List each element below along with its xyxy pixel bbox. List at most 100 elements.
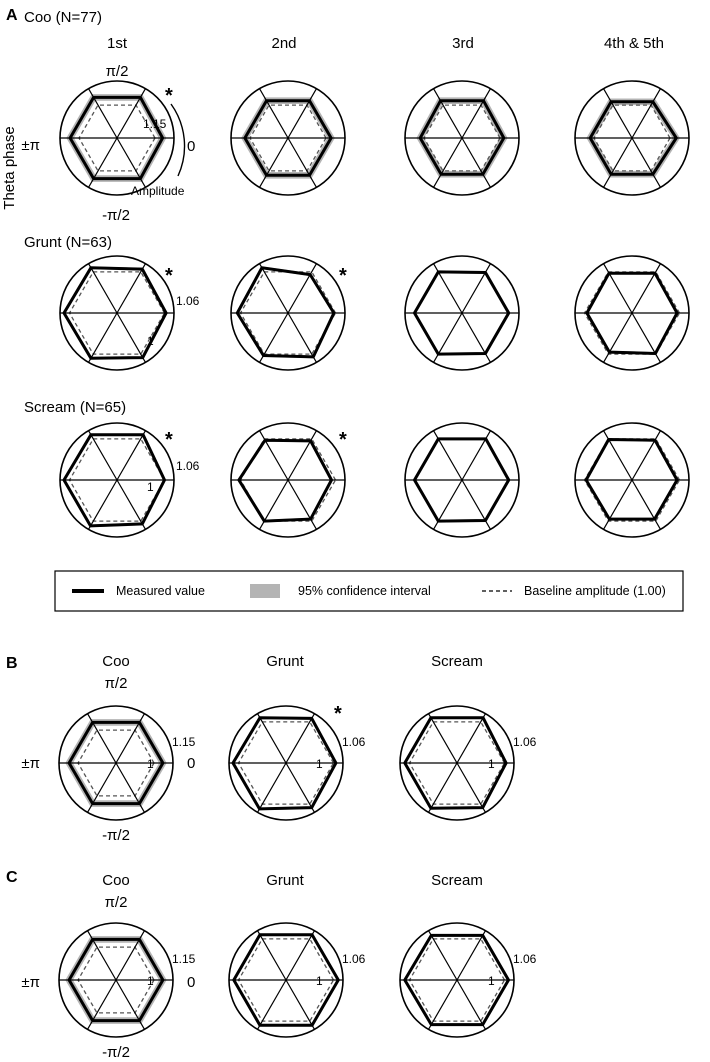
polar-frame bbox=[228, 705, 344, 821]
polar-frame bbox=[58, 922, 174, 1038]
amplitude-max-tick: 1.06 bbox=[342, 735, 366, 749]
measured-polygon bbox=[67, 937, 165, 1023]
measured-polygon bbox=[235, 266, 336, 359]
phase-spoke bbox=[456, 762, 487, 813]
legend-baseline-label: Baseline amplitude (1.00) bbox=[524, 584, 666, 598]
measured-polygon bbox=[231, 716, 338, 811]
phase-spoke bbox=[631, 263, 662, 314]
amplitude-max-tick: 1.15 bbox=[172, 952, 196, 966]
group-label-coo-c: Coo bbox=[102, 872, 130, 889]
phase-spoke bbox=[631, 430, 662, 481]
theta-phase-axis-label: Theta phase bbox=[1, 126, 18, 209]
significance-star: * bbox=[339, 265, 347, 287]
measured-polygon bbox=[243, 99, 333, 177]
column-label-1st: 1st bbox=[107, 35, 128, 52]
phase-spoke bbox=[116, 479, 147, 530]
measured-polygon bbox=[62, 433, 167, 528]
phase-spoke bbox=[602, 479, 633, 530]
radar-plot bbox=[59, 80, 175, 196]
phase-spoke bbox=[285, 713, 316, 764]
phase-spoke bbox=[258, 430, 289, 481]
significance-star: * bbox=[165, 429, 173, 451]
significance-star: * bbox=[165, 265, 173, 287]
amplitude-arc bbox=[170, 103, 186, 177]
baseline-tick: 1 bbox=[488, 757, 495, 771]
phase-label-bottom: -π/2 bbox=[102, 827, 130, 844]
group-label-coo-b: Coo bbox=[102, 653, 130, 670]
amplitude-max-tick: 1.06 bbox=[176, 459, 200, 473]
group-label-grunt: Grunt (N=63) bbox=[24, 234, 112, 251]
baseline-tick: 1 bbox=[316, 757, 323, 771]
measured-polygon bbox=[412, 270, 511, 356]
phase-spoke bbox=[631, 479, 662, 530]
radar-plot bbox=[574, 422, 690, 538]
phase-spoke bbox=[432, 88, 463, 139]
legend-ci-swatch bbox=[250, 584, 280, 598]
radar-plot bbox=[399, 922, 515, 1038]
phase-label-bottom: -π/2 bbox=[102, 1044, 130, 1061]
phase-spoke bbox=[631, 137, 662, 188]
radar-plot bbox=[230, 255, 346, 371]
phase-spoke bbox=[285, 930, 316, 981]
radar-plot bbox=[404, 422, 520, 538]
phase-label-top: π/2 bbox=[105, 894, 128, 911]
phase-spoke bbox=[427, 762, 458, 813]
radar-plot bbox=[230, 80, 346, 196]
polar-frame bbox=[404, 422, 520, 538]
significance-star: * bbox=[165, 85, 173, 107]
measured-polygon bbox=[68, 95, 165, 181]
phase-spoke bbox=[602, 88, 633, 139]
measured-polygon bbox=[412, 437, 511, 523]
measured-polygon bbox=[418, 99, 506, 176]
phase-spoke bbox=[432, 137, 463, 188]
phase-spoke bbox=[87, 312, 118, 363]
measured-polygon bbox=[585, 271, 679, 356]
phase-spoke bbox=[427, 930, 458, 981]
measured-polygon bbox=[237, 438, 334, 523]
polar-frame bbox=[399, 705, 515, 821]
phase-spoke bbox=[287, 137, 318, 188]
measured-polygon bbox=[403, 716, 508, 810]
polar-frame bbox=[399, 922, 515, 1038]
amplitude-max-tick: 1.15 bbox=[172, 735, 196, 749]
phase-spoke bbox=[287, 263, 318, 314]
phase-spoke bbox=[456, 930, 487, 981]
panel-label-b: B bbox=[6, 655, 18, 672]
phase-spoke bbox=[116, 312, 147, 363]
significance-star: * bbox=[339, 429, 347, 451]
phase-spoke bbox=[427, 713, 458, 764]
group-label-scream-c: Scream bbox=[431, 872, 483, 889]
radar-plot bbox=[228, 705, 344, 821]
amplitude-axis-label: Amplitude bbox=[131, 184, 185, 198]
amplitude-max-tick: 1.06 bbox=[513, 952, 537, 966]
phase-spoke bbox=[116, 263, 147, 314]
group-label-scream-b: Scream bbox=[431, 653, 483, 670]
phase-spoke bbox=[287, 479, 318, 530]
phase-spoke bbox=[456, 713, 487, 764]
group-label-coo: Coo (N=77) bbox=[24, 9, 102, 26]
measured-polygon bbox=[232, 933, 341, 1027]
baseline-tick: 1 bbox=[488, 974, 495, 988]
phase-spoke bbox=[256, 979, 287, 1030]
baseline-tick: 1 bbox=[316, 974, 323, 988]
phase-spoke bbox=[258, 263, 289, 314]
phase-spoke bbox=[285, 979, 316, 1030]
polar-frame bbox=[59, 255, 175, 371]
phase-label-top: π/2 bbox=[106, 63, 129, 80]
panel-label-a: A bbox=[6, 7, 18, 24]
phase-spoke bbox=[285, 762, 316, 813]
radar-plot bbox=[399, 705, 515, 821]
polar-frame bbox=[230, 422, 346, 538]
measured-polygon bbox=[403, 933, 511, 1027]
radar-plot bbox=[59, 422, 175, 538]
radar-plot bbox=[59, 255, 175, 371]
column-label-2nd: 2nd bbox=[271, 35, 296, 52]
measured-polygon bbox=[67, 720, 165, 806]
radar-plot bbox=[574, 255, 690, 371]
significance-star: * bbox=[334, 703, 342, 725]
group-label-grunt-b: Grunt bbox=[266, 653, 304, 670]
phase-label-right: 0 bbox=[187, 974, 195, 991]
panel-label-c: C bbox=[6, 869, 18, 886]
polar-frame bbox=[59, 80, 175, 196]
